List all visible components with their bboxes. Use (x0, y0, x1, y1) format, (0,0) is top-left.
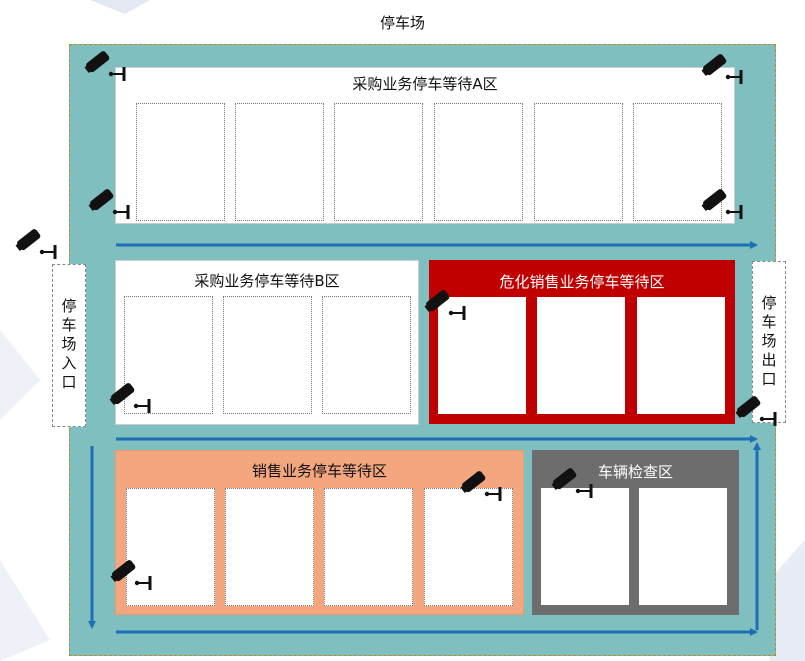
zone-purchase-a: 采购业务停车等待A区 (115, 67, 735, 224)
parking-slot (334, 103, 423, 221)
parking-slot (534, 103, 623, 221)
parking-slot (434, 103, 523, 221)
camera-icon (701, 189, 743, 219)
exit-gate: 停车场出口 (752, 261, 786, 423)
camera-icon (88, 189, 130, 219)
camera-icon (110, 560, 152, 590)
parking-slot (324, 488, 413, 606)
parking-slot (225, 488, 314, 606)
parking-slot (322, 296, 411, 414)
parking-slot (438, 297, 526, 414)
camera-icon (735, 396, 777, 426)
parking-slot (124, 296, 213, 414)
zone-purchase-b-label: 采购业务停车等待B区 (194, 272, 340, 290)
camera-icon (701, 54, 743, 84)
zone-hazardous-sales: 危化销售业务停车等待区 (429, 260, 735, 424)
parking-slot (639, 488, 727, 605)
zone-sales-label: 销售业务停车等待区 (251, 462, 387, 480)
zone-vehicle-inspection-label: 车辆检查区 (597, 463, 673, 481)
camera-icon (424, 290, 466, 320)
parking-slot (136, 103, 225, 221)
entrance-label: 停车场入口 (59, 298, 78, 393)
parking-slot (126, 488, 215, 606)
camera-icon (551, 468, 593, 498)
parking-slot (424, 488, 513, 606)
camera-icon (109, 383, 151, 413)
camera-icon (460, 471, 502, 501)
zone-vehicle-inspection: 车辆检查区 (532, 450, 739, 615)
parking-slot (223, 296, 312, 414)
parking-slot (537, 297, 625, 414)
diagram-title: 停车场 (379, 14, 425, 32)
entrance-gate: 停车场入口 (52, 264, 86, 427)
zone-purchase-b: 采购业务停车等待B区 (115, 260, 419, 425)
camera-icon (84, 51, 126, 81)
parking-slot (541, 488, 629, 605)
zone-purchase-a-label: 采购业务停车等待A区 (352, 75, 498, 93)
zone-sales: 销售业务停车等待区 (115, 450, 524, 615)
exit-label: 停车场出口 (759, 294, 778, 390)
parking-slot (235, 103, 324, 221)
parking-slot (637, 297, 725, 414)
zone-hazardous-sales-label: 危化销售业务停车等待区 (499, 273, 665, 291)
camera-icon (15, 229, 57, 259)
